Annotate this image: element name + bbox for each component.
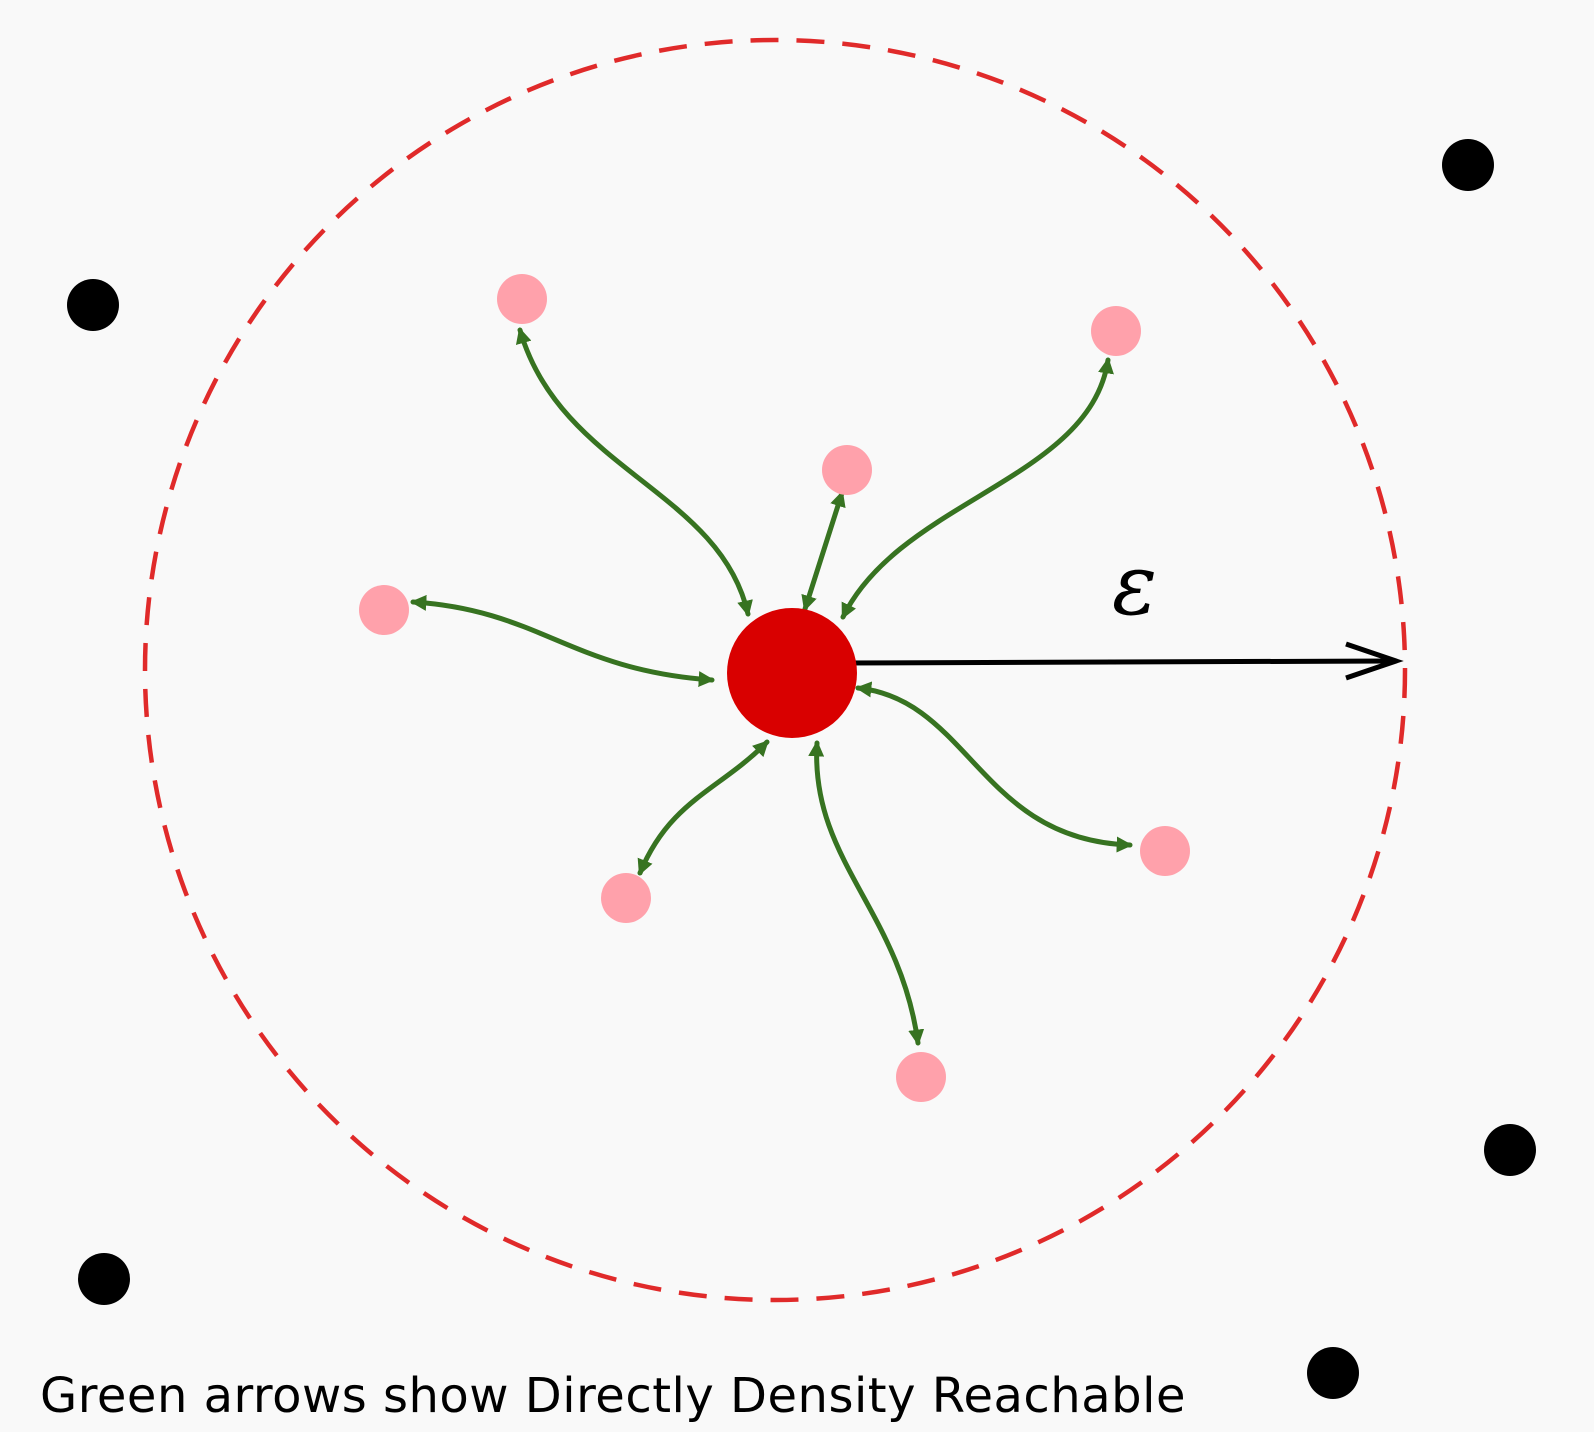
neighbor-point [1091, 306, 1141, 356]
core-point [727, 608, 857, 738]
outside-point [1442, 139, 1494, 191]
outside-point [1307, 1347, 1359, 1399]
arrow-to-lower-left-neighbor [637, 739, 770, 876]
neighbor-point [822, 445, 872, 495]
outside-points [67, 139, 1536, 1399]
outside-point [1484, 1124, 1536, 1176]
arrow-to-bottom-neighbor [808, 740, 925, 1046]
caption: Green arrows show Directly Density Reach… [40, 1368, 1186, 1424]
neighbor-point [497, 274, 547, 324]
epsilon-radius-circle [142, 37, 1408, 1303]
neighbor-point [1140, 826, 1190, 876]
neighbor-points [359, 274, 1190, 1102]
neighbor-point [601, 873, 651, 923]
neighbor-point [359, 585, 409, 635]
epsilon-label: ε [1112, 536, 1157, 634]
arrow-to-upper-left-neighbor [515, 327, 753, 617]
arrow-to-upper-right-neighbor [840, 357, 1114, 620]
neighbor-point [896, 1052, 946, 1102]
reachability-arrows [410, 327, 1133, 1046]
outside-point [78, 1253, 130, 1305]
arrow-to-left-neighbor [410, 594, 715, 688]
arrow-to-top-neighbor [801, 490, 846, 612]
epsilon-radius-arrow [841, 641, 1404, 681]
outside-point [67, 279, 119, 331]
arrow-to-lower-right-neighbor [855, 681, 1133, 853]
